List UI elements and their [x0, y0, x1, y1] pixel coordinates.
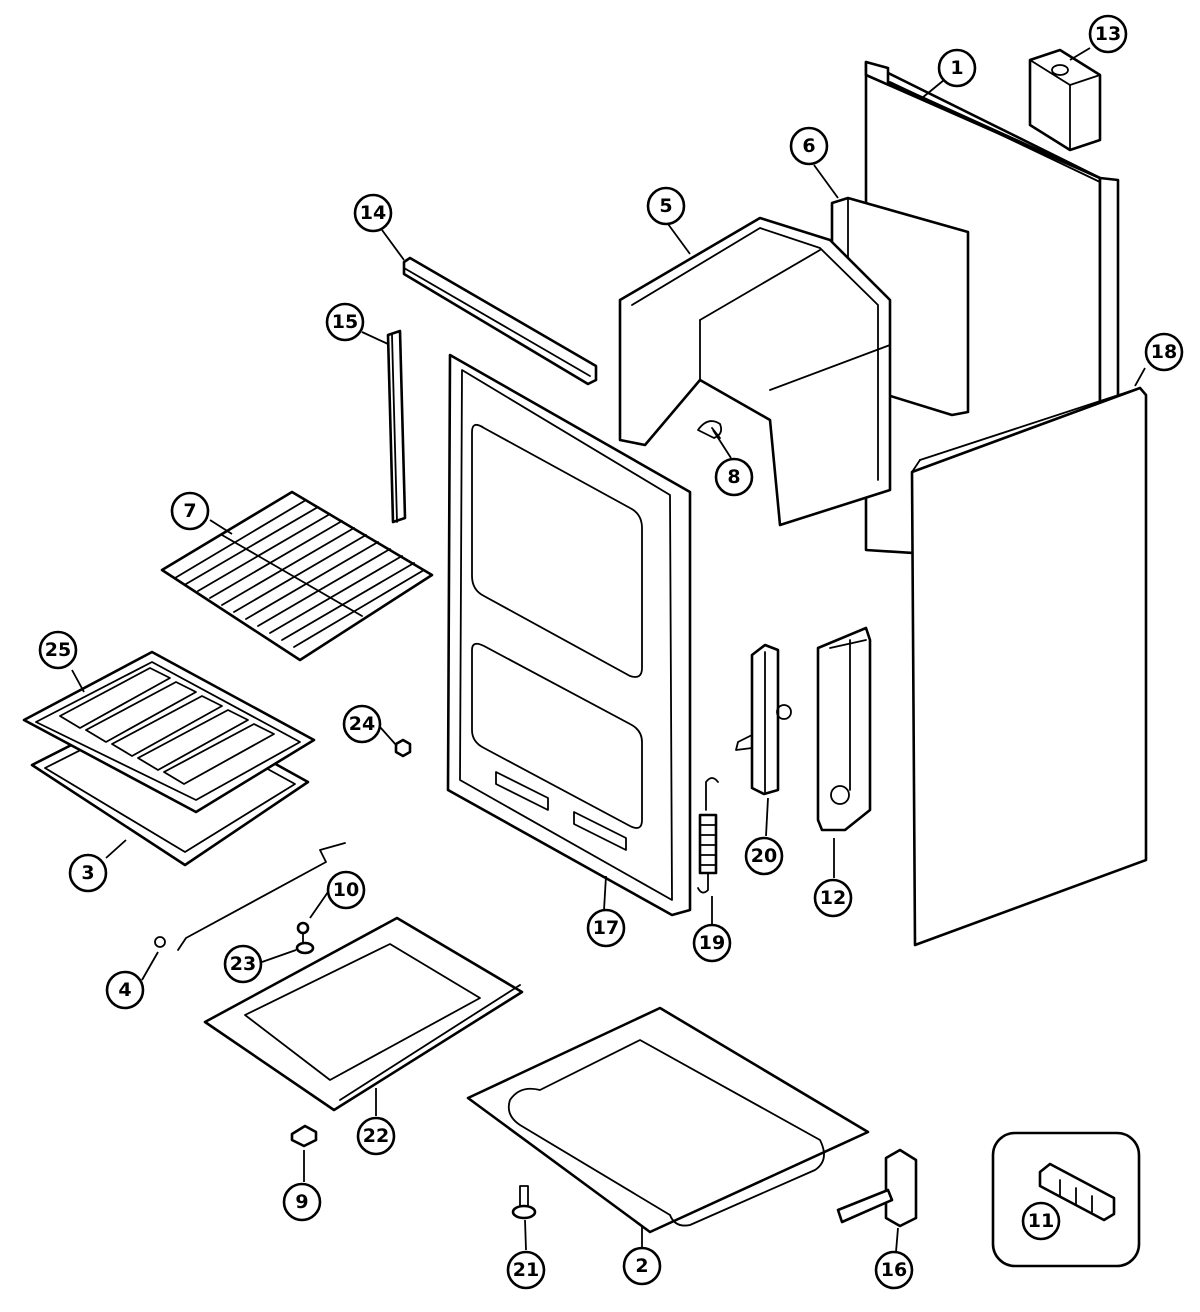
callout-label-17: 17	[593, 917, 619, 939]
callout-9: 9	[282, 1182, 322, 1222]
callout-label-6: 6	[802, 135, 815, 157]
callout-21: 21	[506, 1250, 546, 1290]
callout-5: 5	[646, 186, 686, 226]
callout-12: 12	[813, 878, 853, 918]
callout-label-21: 21	[513, 1259, 539, 1281]
callout-18: 18	[1144, 332, 1184, 372]
callout-label-13: 13	[1095, 23, 1121, 45]
part-11-terminal-block	[1038, 1162, 1116, 1222]
callout-24: 24	[342, 704, 382, 744]
callout-label-20: 20	[751, 845, 777, 867]
part-20-hinge-bracket	[735, 643, 792, 796]
callout-16: 16	[874, 1250, 914, 1290]
callout-label-25: 25	[45, 639, 71, 661]
part-5-oven-liner	[618, 216, 892, 527]
part-21-leveling-leg	[511, 1185, 537, 1220]
callout-1: 1	[937, 48, 977, 88]
part-15-side-trim	[386, 329, 407, 524]
callout-17: 17	[586, 908, 626, 948]
callout-23: 23	[223, 944, 263, 984]
callout-19: 19	[692, 923, 732, 963]
callout-label-24: 24	[349, 713, 375, 735]
part-23-washer	[295, 941, 315, 955]
part-25-broiler-insert	[22, 650, 316, 814]
leader-lines	[71, 47, 1146, 1253]
callout-22: 22	[356, 1116, 396, 1156]
callout-10: 10	[326, 870, 366, 910]
callout-15: 15	[325, 302, 365, 342]
callout-6: 6	[789, 126, 829, 166]
callout-4: 4	[105, 970, 145, 1010]
callout-label-23: 23	[230, 953, 256, 975]
callout-label-7: 7	[183, 500, 196, 522]
part-14-top-trim	[402, 256, 598, 386]
callout-7: 7	[170, 491, 210, 531]
callout-label-22: 22	[363, 1125, 389, 1147]
callout-label-10: 10	[333, 879, 359, 901]
callout-label-3: 3	[81, 862, 94, 884]
callout-label-15: 15	[332, 311, 358, 333]
callout-13: 13	[1088, 14, 1128, 54]
part-8-clip	[697, 420, 723, 439]
part-16-anti-tip-bracket	[836, 1148, 918, 1228]
callout-label-2: 2	[635, 1255, 648, 1277]
part-18-side-panel	[910, 386, 1148, 947]
part-17-front-frame	[446, 353, 692, 917]
callout-label-5: 5	[659, 195, 672, 217]
callout-label-14: 14	[360, 202, 386, 224]
callout-20: 20	[744, 836, 784, 876]
callout-label-8: 8	[727, 466, 740, 488]
callout-label-12: 12	[820, 887, 846, 909]
part-2-bottom-panel	[466, 1006, 870, 1234]
part-7-oven-rack	[160, 490, 434, 662]
part-19-spring	[697, 777, 719, 894]
callout-label-18: 18	[1151, 341, 1177, 363]
part-4-rod	[154, 842, 346, 951]
callout-14: 14	[353, 193, 393, 233]
callout-label-9: 9	[295, 1191, 308, 1213]
part-24-nut	[394, 738, 412, 758]
callout-label-16: 16	[881, 1259, 907, 1281]
part-22-drawer-frame	[203, 916, 524, 1112]
callout-label-19: 19	[699, 932, 725, 954]
callout-8: 8	[714, 457, 754, 497]
callout-label-4: 4	[118, 979, 131, 1001]
part-13-bracket	[1028, 48, 1102, 152]
part-12-hinge-receiver	[816, 626, 872, 832]
callout-label-11: 11	[1028, 1210, 1054, 1232]
part-9-clip	[290, 1124, 318, 1148]
callout-2: 2	[622, 1246, 662, 1286]
part-10-screw	[296, 921, 310, 943]
callout-11: 11	[1021, 1201, 1061, 1241]
callout-label-1: 1	[950, 57, 963, 79]
callout-3: 3	[68, 853, 108, 893]
callout-25: 25	[38, 630, 78, 670]
